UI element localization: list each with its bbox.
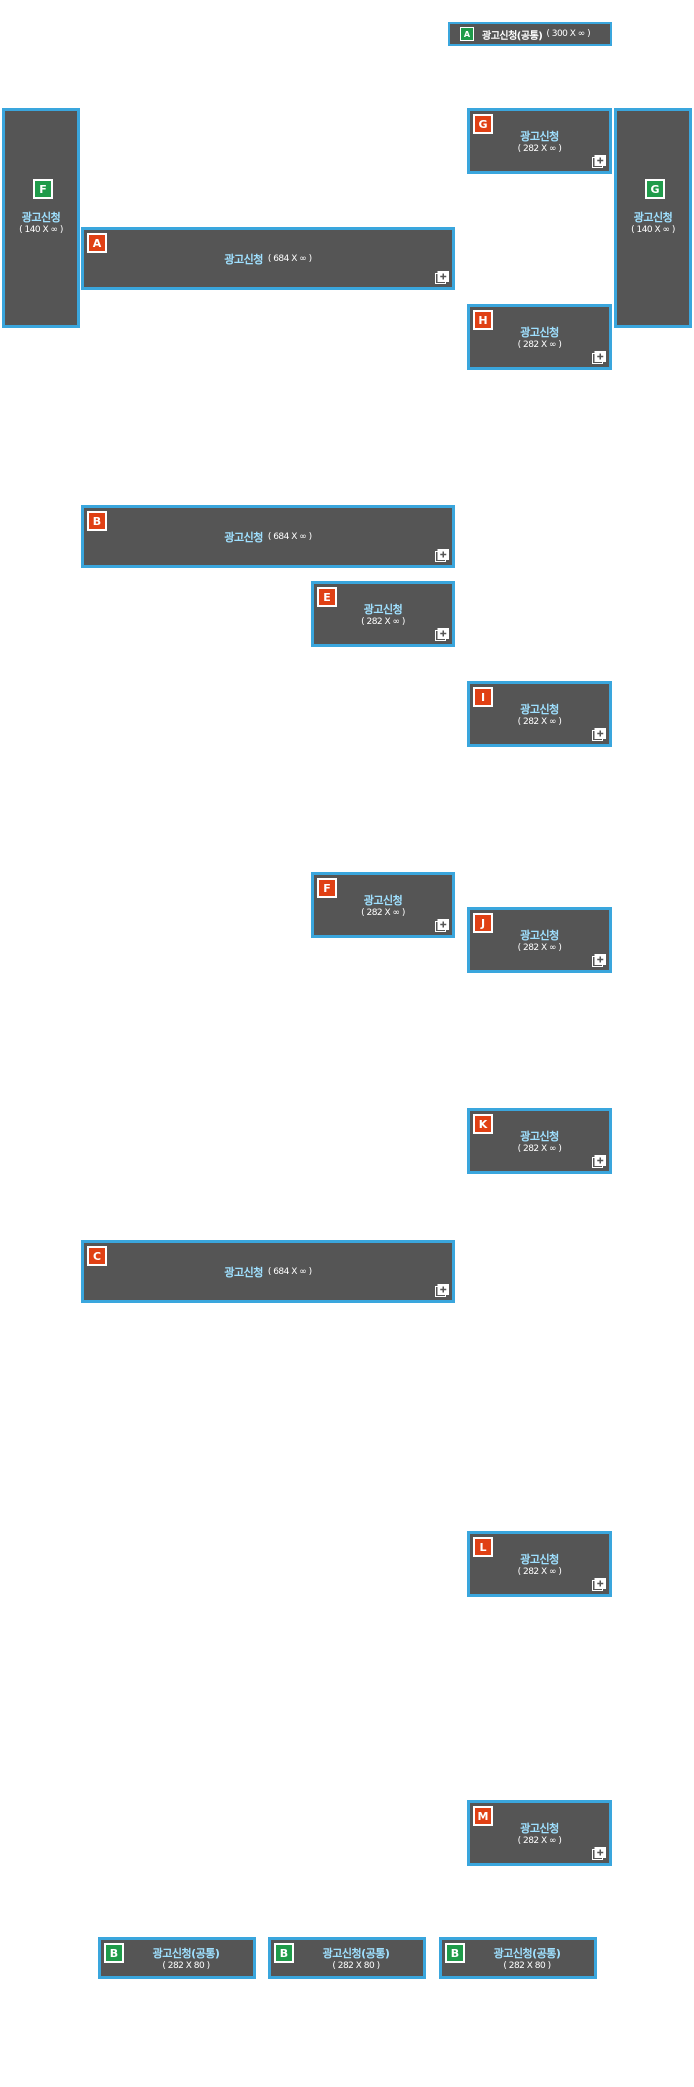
slot-size: ( 282 X ∞ ) bbox=[361, 617, 405, 627]
slot-size: ( 282 X ∞ ) bbox=[517, 144, 562, 154]
badge-c: C bbox=[87, 1246, 107, 1266]
add-window-icon[interactable] bbox=[592, 1847, 606, 1860]
small-ad-slot-m[interactable]: M 광고신청 ( 282 X ∞ ) bbox=[467, 1800, 612, 1866]
slot-size: ( 282 X ∞ ) bbox=[517, 1836, 562, 1846]
slot-size: ( 684 X ∞ ) bbox=[267, 531, 312, 542]
badge-f: F bbox=[33, 179, 53, 199]
add-window-icon[interactable] bbox=[435, 549, 449, 562]
slot-size: ( 282 X ∞ ) bbox=[361, 908, 405, 918]
slot-label: 광고신청(공통) bbox=[482, 30, 543, 42]
small-ad-slot-j[interactable]: J 광고신청 ( 282 X ∞ ) bbox=[467, 907, 612, 973]
slot-label: 광고신청 bbox=[520, 130, 559, 143]
badge-a: A bbox=[87, 233, 107, 253]
slot-label: 광고신청 bbox=[520, 326, 559, 339]
badge-b: B bbox=[104, 1943, 124, 1963]
badge-a: A bbox=[460, 27, 474, 41]
slot-label: 광고신청 bbox=[520, 703, 559, 716]
bottom-common-ad-slot-3[interactable]: B 광고신청(공통) ( 282 X 80 ) bbox=[439, 1937, 597, 1979]
slot-size: ( 282 X 80 ) bbox=[162, 1961, 210, 1971]
small-ad-slot-e[interactable]: E 광고신청 ( 282 X ∞ ) bbox=[311, 581, 455, 647]
slot-size: ( 282 X ∞ ) bbox=[517, 1144, 562, 1154]
badge-m: M bbox=[473, 1806, 493, 1826]
slot-label: 광고신청(공통) bbox=[322, 1947, 390, 1960]
slot-size: ( 684 X ∞ ) bbox=[267, 1266, 312, 1277]
add-window-icon[interactable] bbox=[435, 919, 449, 932]
slot-size: ( 140 X ∞ ) bbox=[19, 225, 63, 235]
slot-size: ( 282 X ∞ ) bbox=[517, 943, 562, 953]
badge-e: E bbox=[317, 587, 337, 607]
slot-size: ( 282 X ∞ ) bbox=[517, 717, 562, 727]
badge-i: I bbox=[473, 687, 493, 707]
badge-b: B bbox=[87, 511, 107, 531]
slot-label: 광고신청 bbox=[224, 252, 263, 266]
add-window-icon[interactable] bbox=[592, 954, 606, 967]
badge-l: L bbox=[473, 1537, 493, 1557]
add-window-icon[interactable] bbox=[592, 155, 606, 168]
add-window-icon[interactable] bbox=[592, 1155, 606, 1168]
wide-ad-slot-c[interactable]: C 광고신청 ( 684 X ∞ ) bbox=[81, 1240, 455, 1303]
right-vertical-ad-slot-g[interactable]: G 광고신청 ( 140 X ∞ ) bbox=[614, 108, 692, 328]
left-vertical-ad-slot-f[interactable]: F 광고신청 ( 140 X ∞ ) bbox=[2, 108, 80, 328]
wide-ad-slot-b[interactable]: B 광고신청 ( 684 X ∞ ) bbox=[81, 505, 455, 568]
slot-label: 광고신청 bbox=[224, 530, 263, 544]
add-window-icon[interactable] bbox=[592, 728, 606, 741]
badge-k: K bbox=[473, 1114, 493, 1134]
small-ad-slot-f[interactable]: F 광고신청 ( 282 X ∞ ) bbox=[311, 872, 455, 938]
badge-b: B bbox=[274, 1943, 294, 1963]
bottom-common-ad-slot-2[interactable]: B 광고신청(공통) ( 282 X 80 ) bbox=[268, 1937, 426, 1979]
slot-size: ( 282 X ∞ ) bbox=[517, 1567, 562, 1577]
slot-label: 광고신청 bbox=[520, 1553, 559, 1566]
bottom-common-ad-slot-1[interactable]: B 광고신청(공통) ( 282 X 80 ) bbox=[98, 1937, 256, 1979]
small-ad-slot-l[interactable]: L 광고신청 ( 282 X ∞ ) bbox=[467, 1531, 612, 1597]
badge-f: F bbox=[317, 878, 337, 898]
slot-label: 광고신청 bbox=[21, 211, 61, 224]
small-ad-slot-g[interactable]: G 광고신청 ( 282 X ∞ ) bbox=[467, 108, 612, 174]
top-common-ad-slot[interactable]: A 광고신청(공통) ( 300 X ∞ ) bbox=[448, 22, 612, 46]
slot-label: 광고신청 bbox=[633, 211, 673, 224]
slot-label: 광고신청 bbox=[224, 1265, 263, 1279]
slot-size: ( 684 X ∞ ) bbox=[267, 253, 312, 264]
add-window-icon[interactable] bbox=[435, 628, 449, 641]
slot-size: ( 282 X 80 ) bbox=[332, 1961, 380, 1971]
badge-g: G bbox=[645, 179, 665, 199]
badge-b: B bbox=[445, 1943, 465, 1963]
slot-label: 광고신청(공통) bbox=[493, 1947, 561, 1960]
slot-label: 광고신청 bbox=[520, 1822, 559, 1835]
slot-size: ( 300 X ∞ ) bbox=[546, 29, 591, 39]
badge-j: J bbox=[473, 913, 493, 933]
slot-size: ( 282 X 80 ) bbox=[503, 1961, 551, 1971]
badge-h: H bbox=[473, 310, 493, 330]
slot-size: ( 282 X ∞ ) bbox=[517, 340, 562, 350]
add-window-icon[interactable] bbox=[592, 1578, 606, 1591]
badge-g: G bbox=[473, 114, 493, 134]
slot-label: 광고신청 bbox=[363, 894, 403, 907]
add-window-icon[interactable] bbox=[592, 351, 606, 364]
slot-label: 광고신청 bbox=[363, 603, 403, 616]
slot-size: ( 140 X ∞ ) bbox=[631, 225, 675, 235]
slot-label: 광고신청 bbox=[520, 1130, 559, 1143]
slot-label: 광고신청 bbox=[520, 929, 559, 942]
small-ad-slot-h[interactable]: H 광고신청 ( 282 X ∞ ) bbox=[467, 304, 612, 370]
add-window-icon[interactable] bbox=[435, 271, 449, 284]
small-ad-slot-i[interactable]: I 광고신청 ( 282 X ∞ ) bbox=[467, 681, 612, 747]
add-window-icon[interactable] bbox=[435, 1284, 449, 1297]
wide-ad-slot-a[interactable]: A 광고신청 ( 684 X ∞ ) bbox=[81, 227, 455, 290]
slot-label: 광고신청(공통) bbox=[152, 1947, 220, 1960]
small-ad-slot-k[interactable]: K 광고신청 ( 282 X ∞ ) bbox=[467, 1108, 612, 1174]
